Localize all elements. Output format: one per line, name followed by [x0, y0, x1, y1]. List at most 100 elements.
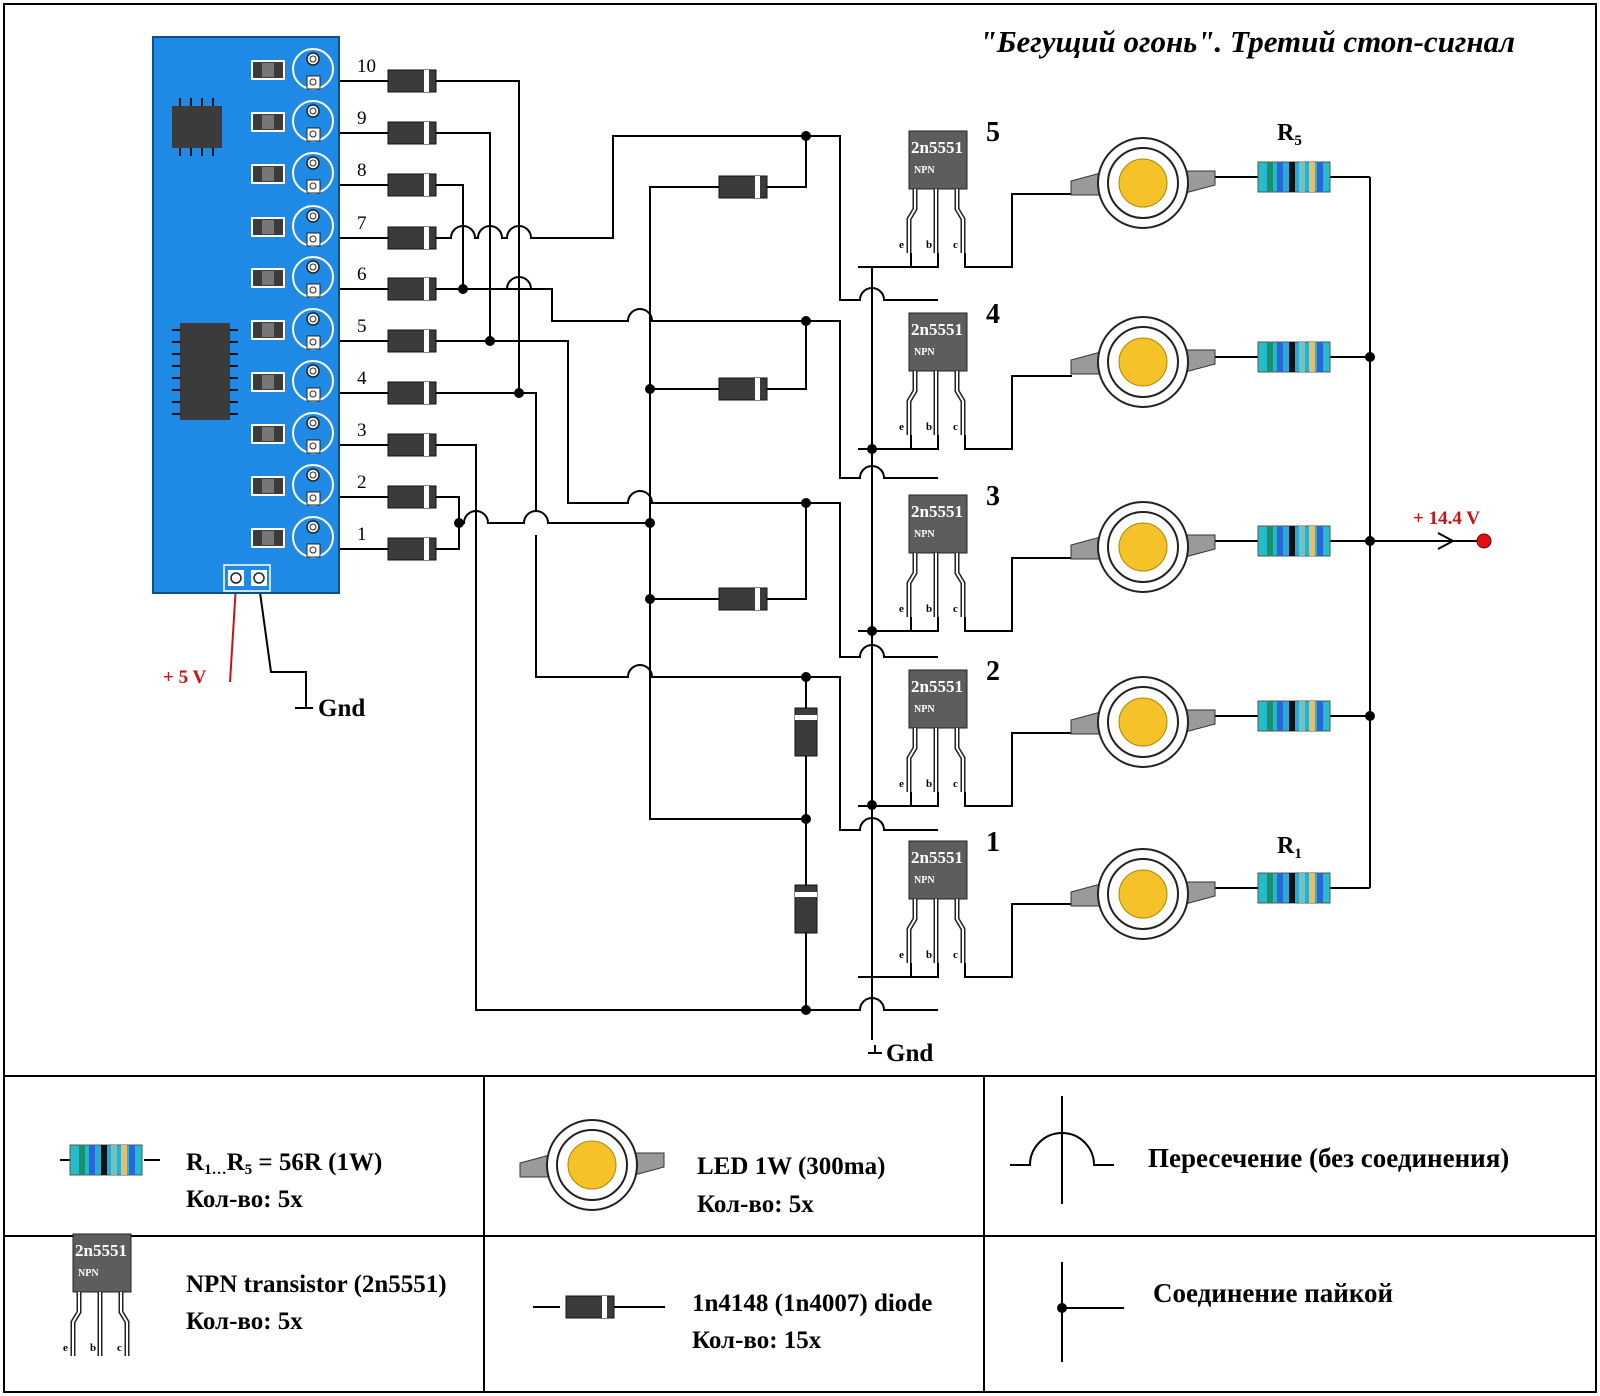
stage-number: 4 — [986, 299, 1000, 330]
diode — [387, 121, 437, 145]
base-wire — [858, 253, 939, 268]
channel-number: 9 — [357, 108, 367, 129]
channel-number: 5 — [357, 316, 367, 337]
or-wire — [767, 503, 807, 600]
diode — [387, 433, 437, 457]
base-node-2 — [806, 676, 938, 831]
route-stage3 — [490, 340, 806, 504]
supply-voltage-label: + 14.4 V — [1413, 508, 1480, 529]
resistor — [1257, 700, 1331, 732]
resistor-top-label: R5 — [1277, 120, 1302, 149]
transistor-pin-label: e — [899, 239, 904, 251]
legend-diode-text: 1n4148 (1n4007) diode — [692, 1290, 932, 1317]
diode — [794, 884, 818, 934]
transistor-pin-label: e — [899, 421, 904, 433]
base-node-4 — [806, 320, 938, 479]
led — [1070, 501, 1216, 593]
collector-wire — [964, 193, 1072, 268]
resistor-bottom-label: R1 — [1277, 833, 1302, 862]
stage-number: 5 — [986, 117, 1000, 148]
collector-wire — [964, 375, 1072, 450]
collector-wire — [964, 557, 1072, 632]
legend-junction-text: Соединение пайкой — [1153, 1278, 1393, 1308]
controller-board — [152, 36, 340, 594]
resistor — [1257, 161, 1331, 193]
diode — [387, 381, 437, 405]
transistor-pin-label: b — [926, 239, 932, 251]
channel-number: 7 — [357, 213, 367, 234]
supply-terminal — [1476, 533, 1492, 549]
led — [1070, 848, 1216, 940]
legend-resistor-qty: Кол-во: 5x — [186, 1186, 303, 1213]
transistor-part-label: 2n5551 — [911, 320, 963, 339]
transistor-pin-label: b — [926, 949, 932, 961]
transistor-pin-label: c — [953, 778, 958, 790]
transistor-part-label: 2n5551 — [911, 677, 963, 696]
route-stage2 — [519, 392, 806, 678]
base-node-1 — [806, 997, 938, 1011]
diode — [565, 1295, 615, 1319]
route-ch9 — [436, 132, 491, 341]
or-wire — [767, 136, 807, 188]
resistor — [69, 1144, 143, 1176]
stage-number: 3 — [986, 481, 1000, 512]
transistor-type-label: NPN — [78, 1268, 99, 1279]
transistor-part-label: 2n5551 — [911, 848, 963, 867]
arrow — [1437, 532, 1454, 550]
shared-line — [649, 186, 806, 820]
transistor-pin-label: b — [926, 778, 932, 790]
route-ch3 — [436, 444, 806, 1011]
resistor — [1257, 341, 1331, 373]
transistor-type-label: NPN — [914, 165, 935, 176]
legend-table — [4, 1075, 1596, 1392]
diode — [387, 173, 437, 197]
route-ch10 — [436, 80, 520, 238]
channel-number: 6 — [357, 264, 367, 285]
diode — [387, 277, 437, 301]
board-ground-label: Gnd — [318, 695, 365, 722]
transistor-pin-label: c — [953, 239, 958, 251]
legend-led-qty: Кол-во: 5x — [697, 1191, 814, 1218]
legend-crossing-text: Пересечение (без соединения) — [1148, 1143, 1509, 1173]
collector-wire — [964, 903, 1072, 978]
transistor-type-label: NPN — [914, 875, 935, 886]
junction-dot — [458, 284, 468, 294]
resistor — [1257, 872, 1331, 904]
transistor-pin-label: b — [90, 1342, 96, 1354]
route-ch8 — [436, 184, 464, 289]
transistor-pin-label: c — [953, 421, 958, 433]
legend-led-text: LED 1W (300ma) — [697, 1153, 885, 1180]
junction-dot — [645, 384, 655, 394]
transistor-pin-label: b — [926, 421, 932, 433]
route-stage4 — [490, 288, 806, 322]
transistor-pin-label: e — [63, 1342, 68, 1354]
diode — [387, 329, 437, 353]
diode — [718, 175, 768, 199]
stage-number: 1 — [986, 827, 1000, 858]
base-wire — [858, 617, 939, 632]
power-wire — [229, 584, 237, 683]
diode — [387, 226, 437, 250]
transistor-pin-label: e — [899, 603, 904, 615]
base-node-3 — [806, 502, 938, 658]
transistor-pin-label: c — [953, 949, 958, 961]
base-wire — [858, 792, 939, 807]
led — [519, 1119, 665, 1211]
channel-number: 8 — [357, 160, 367, 181]
transistor-pin-label: c — [117, 1342, 122, 1354]
channel-number: 4 — [357, 368, 367, 389]
transistor-type-label: NPN — [914, 347, 935, 358]
diode — [718, 377, 768, 401]
diagram-title: "Бегущий огонь". Третий стоп-сигнал — [980, 24, 1515, 59]
legend-diode-qty: Кол-во: 15x — [692, 1327, 822, 1354]
transistor-part-label: 2n5551 — [911, 138, 963, 157]
channel-number: 3 — [357, 420, 367, 441]
resistor — [1257, 525, 1331, 557]
